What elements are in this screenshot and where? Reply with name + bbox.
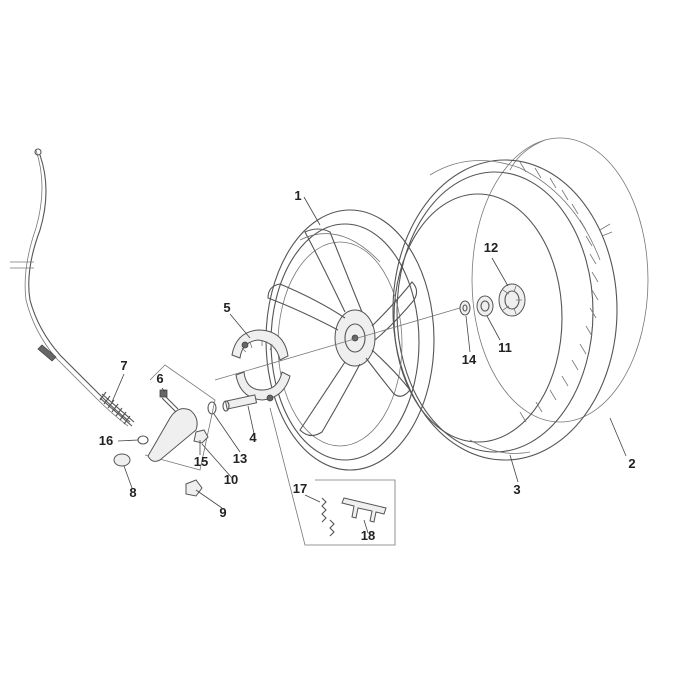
callout-17: 17 [293,481,307,496]
brake-shoes [231,329,291,402]
callout-3: 3 [513,482,520,497]
callout-9: 9 [219,505,226,520]
brake-cam-shaft [222,394,258,412]
leader-lines [111,196,627,534]
drive-hub [498,283,526,317]
callout-18: 18 [361,528,375,543]
callout-13: 13 [233,451,247,466]
brake-lever-group [113,364,216,497]
inner-tube [471,137,649,423]
callout-2: 2 [628,456,635,471]
brake-cable [10,148,135,427]
callout-7: 7 [120,358,127,373]
tyre [392,159,618,461]
callout-11: 11 [498,340,512,355]
callout-10: 10 [224,472,238,487]
wheel-rim [265,209,435,471]
axle-washer [459,300,471,316]
callout-15: 15 [194,454,208,469]
callout-6: 6 [156,371,163,386]
callout-14: 14 [462,352,477,367]
callout-1: 1 [294,188,301,203]
spring-kit-box [269,407,396,546]
callout-16: 16 [99,433,113,448]
callout-labels: 1 2 3 4 5 6 7 8 9 10 11 12 13 14 15 16 1… [99,188,636,543]
callout-12: 12 [484,240,498,255]
bearing [476,295,494,317]
callout-4: 4 [249,430,257,445]
callout-5: 5 [223,300,230,315]
callout-8: 8 [129,485,136,500]
axle-line [214,304,471,381]
